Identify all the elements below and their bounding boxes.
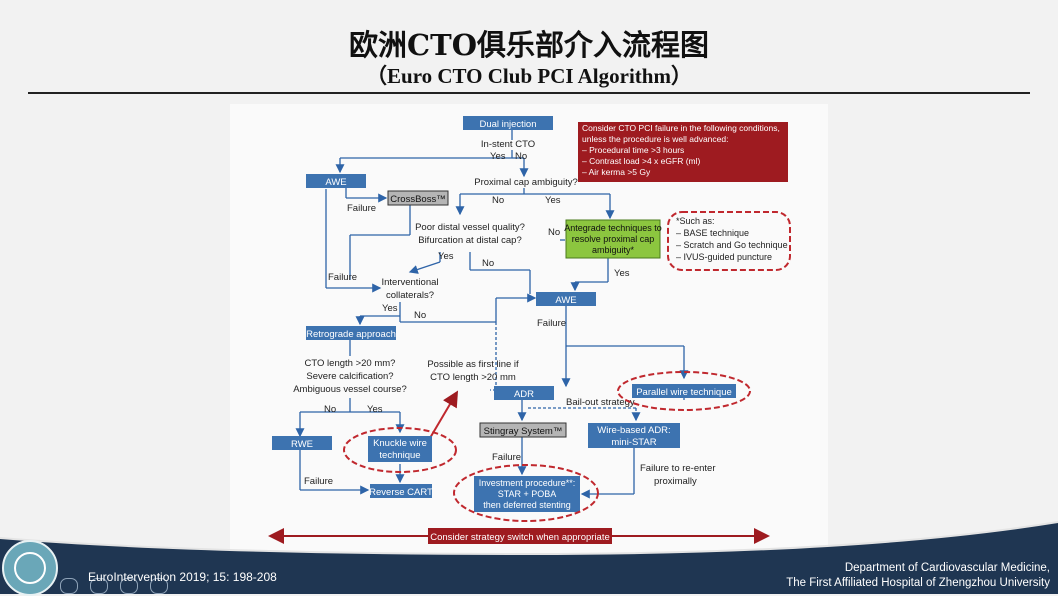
awe-left-label: AWE xyxy=(325,177,346,188)
parallel-wire-label: Parallel wire technique xyxy=(636,387,732,398)
strategy-switch-box xyxy=(428,528,612,544)
in-stent-cto-label: In-stent CTO xyxy=(481,139,535,150)
hospital-logo-icon xyxy=(2,540,58,596)
awe-box-right xyxy=(536,292,596,306)
interventional-line2: collaterals? xyxy=(386,290,434,301)
pen-tool-icon[interactable] xyxy=(60,578,78,594)
rwe-label: RWE xyxy=(291,439,313,450)
crossboss-box xyxy=(387,190,449,206)
antegrade-line1: Antegrade techniques to xyxy=(564,223,662,233)
retrograde-label: Retrograde approach xyxy=(306,329,396,340)
poor-distal-line1: Poor distal vessel quality? xyxy=(415,222,525,233)
investment-line1: Investment procedure**: xyxy=(479,478,576,488)
rwe-failure-label: Failure xyxy=(304,476,333,487)
possible-line1: Possible as first line if xyxy=(427,359,519,370)
awe-box-left xyxy=(306,174,366,188)
such-as-highlight xyxy=(667,211,791,271)
failure-reenter-line1: Failure to re-enter xyxy=(640,463,716,474)
wire-adr-line2: mini-STAR xyxy=(611,437,656,448)
investment-box xyxy=(474,476,580,512)
reference-citation: EuroIntervention 2019; 15: 198-208 xyxy=(88,570,277,584)
title-divider xyxy=(28,92,1030,94)
proximal-cap-label: Proximal cap ambiguity? xyxy=(474,177,578,188)
strategy-switch-label: Consider strategy switch when appropriat… xyxy=(430,532,610,543)
antegrade-box xyxy=(565,219,661,259)
stingray-label: Stingray System™ xyxy=(484,426,563,437)
department-line2: The First Affiliated Hospital of Zhengzh… xyxy=(786,577,1050,589)
such-as-line2: – BASE technique xyxy=(676,228,749,238)
dual-injection-label: Dual injection xyxy=(479,119,536,130)
knuckle-line1: Knuckle wire xyxy=(373,438,427,449)
interventional-no: No xyxy=(414,310,426,321)
cto-length-yes: Yes xyxy=(367,404,383,415)
knuckle-box xyxy=(368,436,432,462)
in-stent-no: No xyxy=(515,151,527,162)
investment-line3: then deferred stenting xyxy=(483,500,571,510)
page-title-english: （Euro CTO Club PCI Algorithm） xyxy=(366,64,692,88)
poor-distal-yes: Yes xyxy=(438,251,454,262)
crossboss-label: CrossBoss™ xyxy=(390,194,445,205)
poor-distal-line2: Bifurcation at distal cap? xyxy=(418,235,522,246)
dual-injection-box xyxy=(463,116,553,130)
adr-label: ADR xyxy=(514,389,534,400)
department-info: Department of Cardiovascular Medicine, T… xyxy=(786,561,1050,591)
stingray-box xyxy=(479,422,567,438)
cto-length-line2: Severe calcification? xyxy=(306,371,393,382)
proximal-cap-no: No xyxy=(492,195,504,206)
investment-highlight xyxy=(453,464,599,522)
highlight-annotations xyxy=(343,211,791,522)
failure-box-line3: – Procedural time >3 hours xyxy=(582,145,684,155)
in-stent-yes: Yes xyxy=(490,151,506,162)
awe-right-label: AWE xyxy=(555,295,576,306)
failure-box-line4: – Contrast load >4 x eGFR (ml) xyxy=(582,156,701,166)
parallel-wire-highlight xyxy=(617,371,751,411)
failure-box-line1: Consider CTO PCI failure in the followin… xyxy=(582,123,780,133)
poor-distal-no: No xyxy=(482,258,494,269)
stingray-failure-label: Failure xyxy=(492,452,521,463)
failure-reenter-line2: proximally xyxy=(654,476,697,487)
cto-length-line1: CTO length >20 mm? xyxy=(305,358,396,369)
antegrade-no: No xyxy=(548,227,560,238)
knuckle-highlight xyxy=(343,427,457,473)
crossboss-failure-label: Failure xyxy=(347,203,376,214)
such-as-line4: – IVUS-guided puncture xyxy=(676,252,772,262)
antegrade-yes: Yes xyxy=(614,268,630,279)
such-as-line1: *Such as: xyxy=(676,216,715,226)
failure-conditions-box xyxy=(578,122,788,182)
reverse-cart-box xyxy=(370,484,432,498)
wire-adr-line1: Wire-based ADR: xyxy=(597,425,670,436)
rwe-box xyxy=(272,436,332,450)
failure-box-line2: unless the procedure is well advanced: xyxy=(582,134,728,144)
retrograde-box xyxy=(306,326,396,340)
cto-length-line3: Ambiguous vessel course? xyxy=(293,384,407,395)
connector-lines xyxy=(295,130,689,499)
interventional-yes: Yes xyxy=(382,303,398,314)
bailout-label: Bail-out strategy xyxy=(566,397,635,408)
wire-adr-box xyxy=(588,423,680,448)
investment-line2: STAR + POBA xyxy=(498,489,557,499)
page-title-chinese: 欧洲CTO俱乐部介入流程图 xyxy=(349,28,709,62)
possible-line2: CTO length >20 mm xyxy=(430,372,516,383)
proximal-cap-yes: Yes xyxy=(545,195,561,206)
failure-box-line5: – Air kerma >5 Gy xyxy=(582,167,651,177)
awe-right-failure-label: Failure xyxy=(537,318,566,329)
knuckle-to-note-arrow xyxy=(429,390,459,439)
antegrade-line3: ambiguity* xyxy=(592,245,635,255)
parallel-wire-box xyxy=(632,384,736,398)
interventional-line1: Interventional xyxy=(381,277,438,288)
antegrade-line2: resolve proximal cap xyxy=(572,234,655,244)
adr-box xyxy=(494,386,554,400)
cto-length-no: No xyxy=(324,404,336,415)
knuckle-line2: technique xyxy=(379,450,420,461)
awe-failure-label: Failure xyxy=(328,272,357,283)
such-as-line3: – Scratch and Go technique xyxy=(676,240,788,250)
reverse-cart-label: Reverse CART xyxy=(369,487,433,498)
department-line1: Department of Cardiovascular Medicine, xyxy=(844,562,1050,574)
footer-band xyxy=(0,521,1058,594)
